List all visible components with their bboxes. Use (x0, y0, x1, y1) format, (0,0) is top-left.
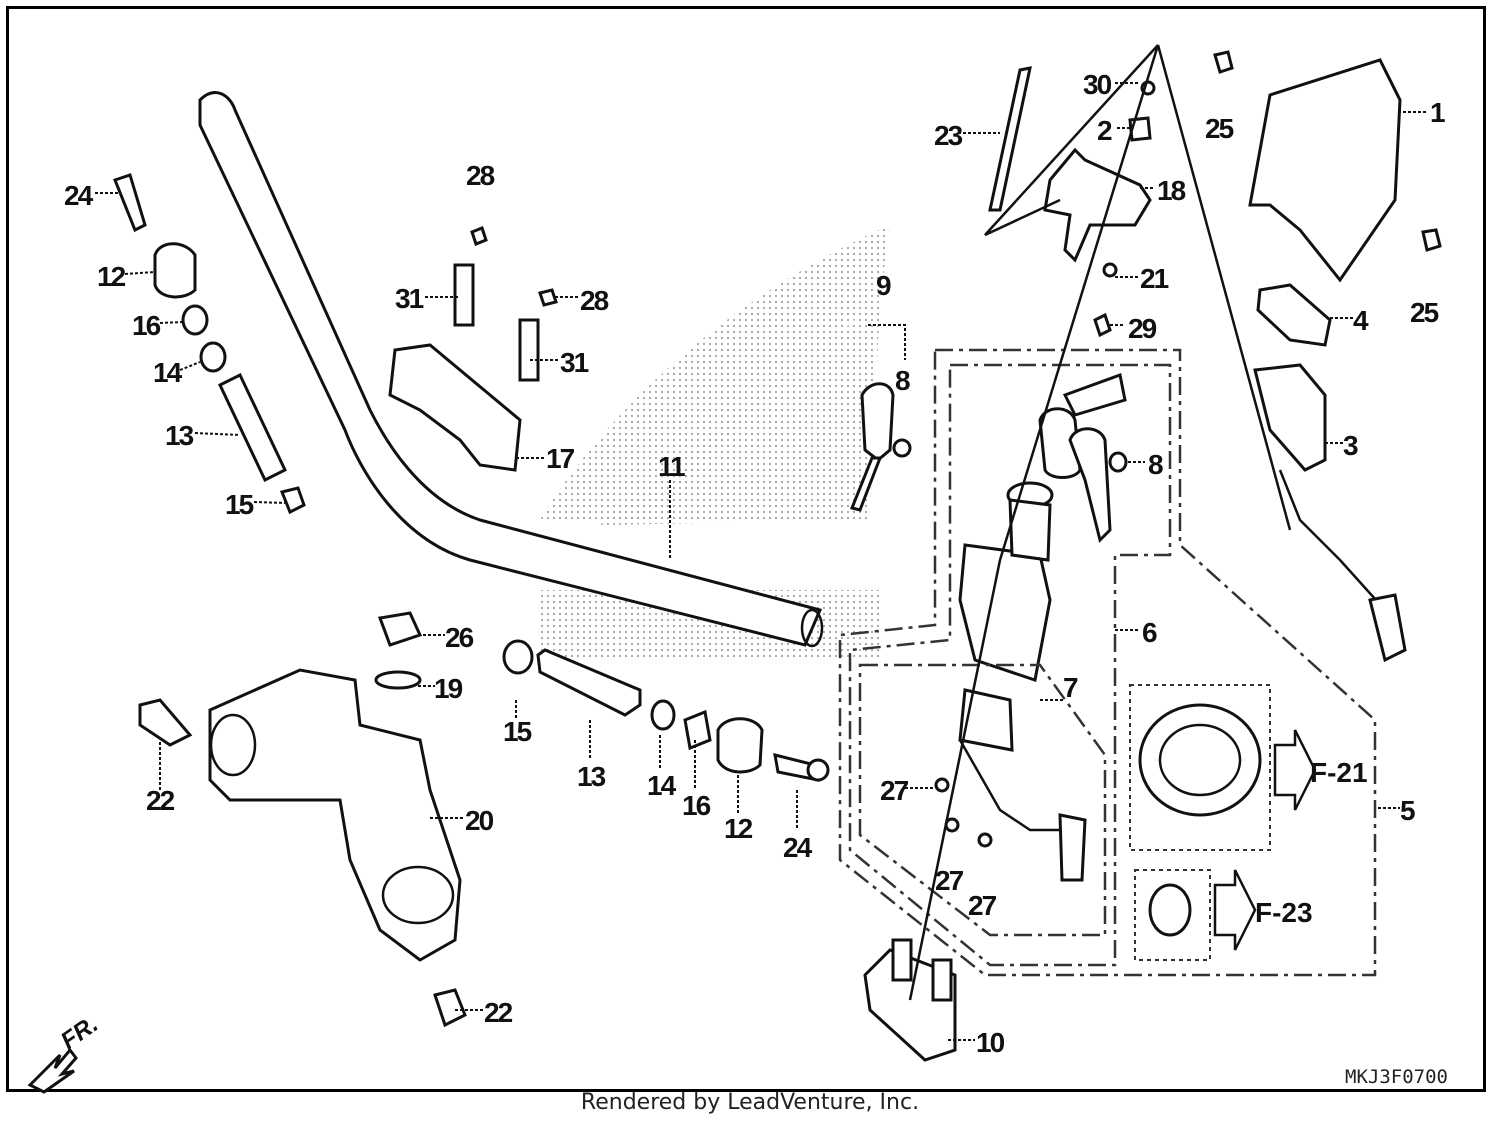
callout-25a: 25 (1205, 113, 1234, 144)
upper-holder (388, 226, 558, 472)
callout-26: 26 (445, 622, 474, 653)
watermark-logo (540, 225, 890, 660)
callout-8a: 8 (895, 365, 910, 396)
callout-2: 2 (1097, 115, 1112, 146)
left-bar-end-parts (113, 173, 306, 515)
callout-28b: 28 (580, 285, 609, 316)
callout-20: 20 (465, 805, 494, 836)
callout-31b: 31 (560, 347, 589, 378)
fuel-cap-ref (1129, 684, 1317, 851)
lower-holder (138, 611, 467, 1028)
callout-12b: 12 (724, 813, 753, 844)
callout-24b: 24 (783, 832, 813, 863)
handlebar (198, 91, 823, 647)
reference-f23[interactable]: F-23 (1255, 897, 1313, 928)
right-bar-end-parts (502, 639, 830, 782)
callout-9: 9 (876, 270, 891, 301)
callout-13a: 13 (165, 420, 194, 451)
reference-f21[interactable]: F-21 (1310, 757, 1368, 788)
callout-15a: 15 (225, 489, 254, 520)
callout-25b: 25 (1410, 297, 1439, 328)
front-arrow-icon (27, 1047, 78, 1094)
callout-17: 17 (546, 443, 575, 474)
callout-4: 4 (1353, 305, 1369, 336)
callout-1: 1 (1430, 97, 1445, 128)
callout-27c: 27 (968, 890, 997, 921)
callout-3: 3 (1343, 430, 1358, 461)
callout-23: 23 (934, 120, 963, 151)
bracket-18 (988, 66, 1156, 338)
switch-7 (934, 688, 1087, 882)
callout-22a: 22 (146, 785, 175, 816)
bottom-bracket (863, 938, 957, 1062)
callout-31a: 31 (395, 283, 424, 314)
key (849, 382, 912, 512)
callout-29: 29 (1128, 313, 1157, 344)
callout-22b: 22 (484, 997, 513, 1028)
plug-ref (1134, 869, 1257, 961)
callout-16a: 16 (132, 310, 161, 341)
front-label: FR. (56, 1011, 103, 1055)
callout-6: 6 (1142, 617, 1157, 648)
callout-30: 30 (1083, 69, 1112, 100)
callout-19: 19 (434, 673, 463, 704)
callout-24a: 24 (64, 180, 94, 211)
diagram-code: MKJ3F0700 (1345, 1066, 1448, 1088)
callout-8b: 8 (1148, 449, 1163, 480)
callout-27b: 27 (935, 865, 964, 896)
callout-18: 18 (1157, 175, 1186, 206)
callout-5: 5 (1400, 795, 1415, 826)
callout-11: 11 (658, 451, 685, 482)
callout-16b: 16 (682, 790, 711, 821)
callout-27a: 27 (880, 775, 909, 806)
callout-15b: 15 (503, 716, 532, 747)
meter-cover (1213, 50, 1442, 663)
diagram-frame (6, 6, 1486, 1092)
callout-21: 21 (1140, 263, 1169, 294)
footer-credit: Rendered by LeadVenture, Inc. (580, 1090, 920, 1115)
callout-14b: 14 (647, 770, 677, 801)
callout-28a: 28 (466, 160, 495, 191)
callout-14a: 14 (153, 357, 183, 388)
callout-10: 10 (976, 1027, 1005, 1058)
callout-7: 7 (1063, 672, 1078, 703)
callout-13b: 13 (577, 761, 606, 792)
callout-12a: 12 (97, 261, 126, 292)
